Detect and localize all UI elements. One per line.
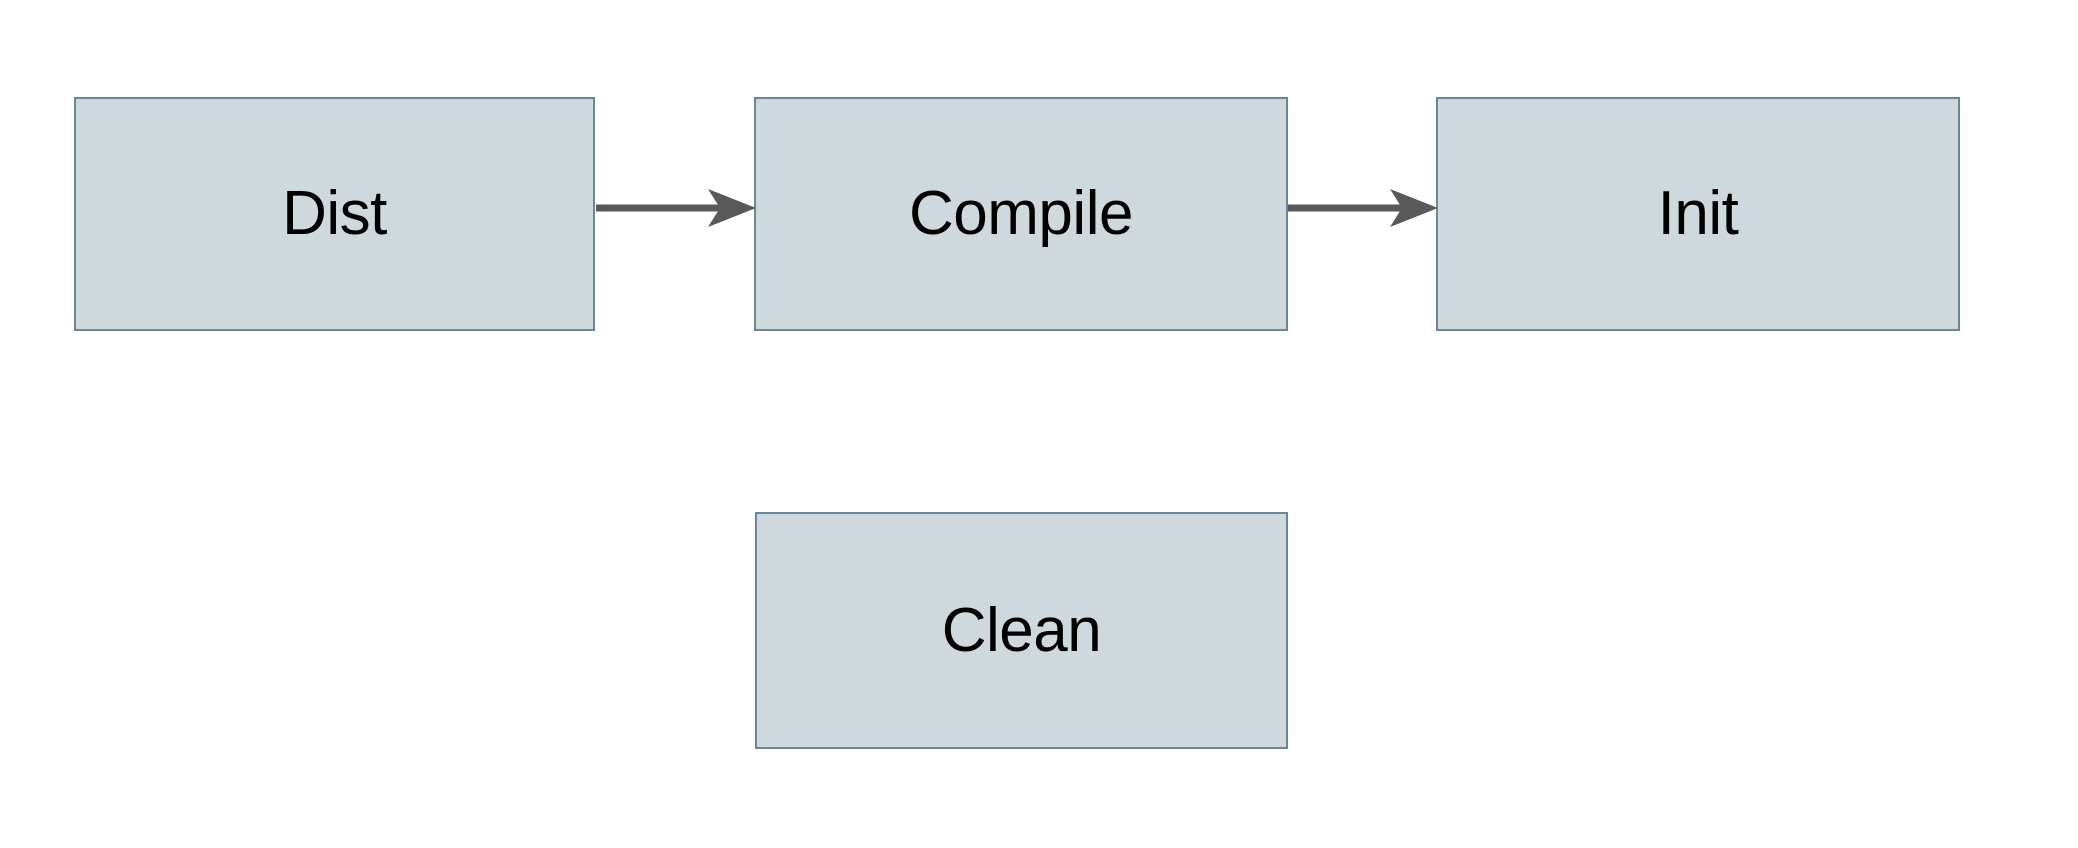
node-clean[interactable]: Clean xyxy=(755,512,1288,749)
node-compile[interactable]: Compile xyxy=(754,97,1288,331)
node-init[interactable]: Init xyxy=(1436,97,1960,331)
arrowhead-icon xyxy=(1390,189,1438,227)
edge-compile-to-init[interactable] xyxy=(1282,186,1442,230)
node-init-label: Init xyxy=(1657,179,1739,248)
edge-dist-to-compile[interactable] xyxy=(590,186,760,230)
arrowhead-icon xyxy=(708,189,756,227)
node-dist-label: Dist xyxy=(282,179,387,248)
node-dist[interactable]: Dist xyxy=(74,97,595,331)
node-compile-label: Compile xyxy=(909,179,1133,248)
node-clean-label: Clean xyxy=(941,595,1102,665)
